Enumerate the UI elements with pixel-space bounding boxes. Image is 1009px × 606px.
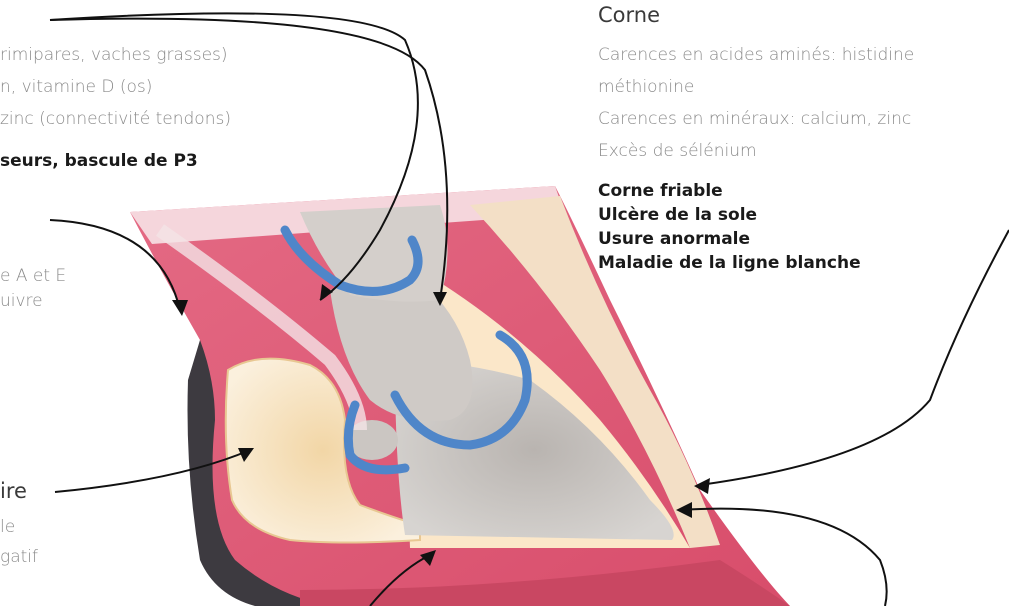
left-top-bold: seurs, bascule de P3 (0, 150, 198, 172)
left-top-line1: rimipares, vaches grasses) (0, 44, 228, 66)
right-bold-1: Ulcère de la sole (598, 204, 757, 226)
left-mid-line1: e A et E (0, 265, 66, 287)
right-line-2: Carences en minéraux: calcium, zinc (598, 108, 911, 130)
left-top-line3: zinc (connectivité tendons) (0, 108, 231, 130)
right-title: Corne (598, 2, 660, 28)
right-line-3: Excès de sélénium (598, 140, 757, 162)
left-bottom-line1: le (0, 516, 15, 538)
right-bold-2: Usure anormale (598, 228, 750, 250)
left-bottom-line2: gatif (0, 546, 38, 568)
right-bold-0: Corne friable (598, 180, 723, 202)
right-line-0: Carences en acides aminés: histidine (598, 44, 914, 66)
right-line-1: méthionine (598, 76, 694, 98)
left-bottom-title: ire (0, 478, 27, 504)
left-mid-line2: uivre (0, 290, 43, 312)
right-bold-3: Maladie de la ligne blanche (598, 252, 861, 274)
left-top-line2: n, vitamine D (os) (0, 76, 152, 98)
